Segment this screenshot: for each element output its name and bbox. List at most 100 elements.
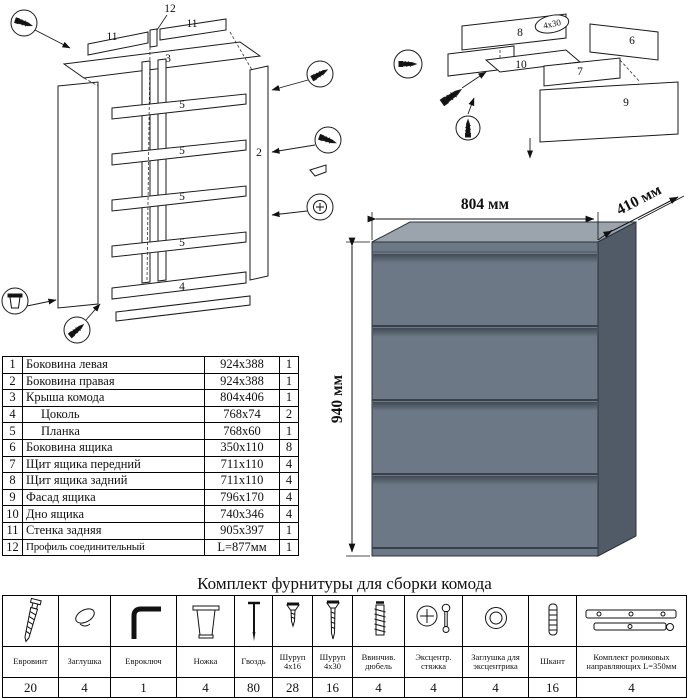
part-qty: 4 (279, 488, 299, 507)
hardware-name: Комплект роликовых направляющих L=350мм (576, 646, 687, 678)
part-size: 768x74 (204, 405, 280, 424)
hardware-qty: 4 (58, 677, 111, 698)
part-name: Стенка задняя (22, 521, 205, 540)
hardware-qty-row: 20 4 1 4 80 28 16 4 4 4 16 4 (2, 677, 687, 698)
drawer-facade-shape (539, 81, 679, 143)
table-row: 9 Фасад ящика 796x170 4 (2, 488, 299, 507)
part-qty: 2 (279, 405, 299, 424)
screw-size-label: 4x30 (542, 17, 562, 31)
part-name: Цоколь (22, 405, 205, 424)
part-name: Щит ящика задний (22, 472, 205, 490)
center-strip-shape (157, 58, 167, 282)
cap-icon (74, 608, 95, 627)
screw-long-icon (325, 600, 340, 640)
table-row: 1 Боковина левая 924x388 1 (2, 356, 299, 374)
part-number: 7 (2, 455, 23, 474)
table-row: 6 Боковина ящика 350x110 8 (2, 438, 299, 457)
hardware-qty: 16 (528, 677, 577, 698)
side-panel-right-shape (249, 65, 269, 281)
part-label-6: 6 (629, 35, 635, 47)
hardware-name: Гвоздь (234, 646, 273, 678)
part-qty: 4 (279, 472, 299, 490)
side-panel-left-shape (57, 81, 99, 309)
part-label-5: 5 (179, 99, 185, 111)
table-row: 10 Дно ящика 740x346 4 (2, 505, 299, 523)
rail-shape (111, 139, 247, 166)
part-label-11: 11 (106, 31, 117, 43)
hardware-qty: 4 (462, 677, 529, 698)
part-qty: 1 (279, 538, 299, 557)
table-row: 3 Крыша комода 804x406 1 (2, 389, 299, 407)
screw-short-icon (285, 602, 300, 628)
hardware-name: Шкант (528, 646, 577, 678)
hex-key-icon (131, 606, 161, 639)
part-label-8: 8 (517, 27, 523, 39)
hardware-qty: 20 (2, 677, 59, 698)
part-number: 8 (2, 472, 23, 490)
dresser-top-face (371, 221, 637, 243)
hardware-name: Ввинчив. дюбель (352, 646, 405, 678)
euroscrew-icon (23, 597, 42, 643)
drawer-slide-icon (585, 609, 676, 631)
hardware-name: Эксцентр. стяжка (404, 646, 463, 678)
part-number: 3 (2, 389, 23, 407)
hardware-qty: 4 (352, 677, 405, 698)
part-label-9: 9 (623, 97, 629, 109)
part-label-5: 5 (179, 191, 185, 203)
part-qty: 8 (279, 438, 299, 457)
part-size: 924x388 (204, 372, 280, 391)
drawer-handle-groove (373, 402, 597, 411)
part-label-5: 5 (179, 145, 185, 157)
hardware-qty: 16 (312, 677, 353, 698)
wood-dowel-icon (548, 603, 557, 636)
height-dimension-label: 940 мм (329, 374, 346, 423)
table-row: 5 Планка 768x60 1 (2, 422, 299, 440)
table-row: 12 Профиль соединительный L=877мм 1 (2, 538, 299, 557)
hardware-qty: 1 (110, 677, 177, 698)
part-number: 11 (2, 521, 23, 540)
back-panel-left-shape (87, 31, 149, 56)
table-row: 7 Щит ящика передний 711x110 4 (2, 455, 299, 474)
hardware-name: Заглушка (58, 646, 111, 678)
bracket-icon (309, 164, 327, 177)
frame-exploded-diagram: 12 11 11 3 5 5 5 5 2 4 (1, 3, 342, 344)
part-size: 711x110 (204, 472, 280, 490)
parts-table: 1 Боковина левая 924x388 1 2 Боковина пр… (2, 356, 299, 557)
hardware-qty: 4 (404, 677, 463, 698)
drawer-side-shape (589, 23, 659, 61)
part-number: 1 (2, 356, 23, 374)
part-number: 10 (2, 505, 23, 523)
part-size: 768x60 (204, 422, 280, 440)
hardware-name: Шуруп 4x16 (272, 646, 313, 678)
part-label-5: 5 (179, 237, 185, 249)
cam-cap-icon (484, 607, 507, 629)
part-label-11: 11 (186, 18, 197, 30)
hardware-name: Заглушка для эксцентрика (462, 646, 529, 678)
part-qty: 1 (279, 521, 299, 540)
table-row: 11 Стенка задняя 905x397 1 (2, 521, 299, 540)
hardware-name: Евроключ (110, 646, 177, 678)
drawer-front-shape (543, 57, 621, 87)
table-row: 2 Боковина правая 924x388 1 (2, 372, 299, 391)
back-panel-right-shape (159, 18, 227, 41)
plinth-shape (111, 271, 247, 300)
screw-icon (439, 86, 464, 107)
drawer-handle-groove (373, 328, 597, 337)
plinth-shape (115, 295, 251, 322)
hardware-names-row: Евровинт Заглушка Евроключ Ножка Гвоздь … (2, 646, 687, 678)
part-number: 6 (2, 438, 23, 457)
screw-size-tag (534, 14, 570, 34)
part-name: Профиль соединительный (22, 538, 205, 557)
rail-shape (111, 231, 247, 258)
part-label-3: 3 (165, 53, 171, 65)
part-name: Боковина ящика (22, 438, 205, 457)
hardware-table: Евровинт Заглушка Евроключ Ножка Гвоздь … (2, 595, 687, 698)
part-name: Боковина правая (22, 372, 205, 391)
drawer-handle-groove (373, 254, 597, 263)
dresser-3d-view (371, 221, 637, 557)
part-qty: 4 (279, 455, 299, 474)
dresser-side-face (597, 221, 637, 557)
hardware-qty: 80 (234, 677, 273, 698)
threaded-dowel-icon (373, 601, 386, 636)
